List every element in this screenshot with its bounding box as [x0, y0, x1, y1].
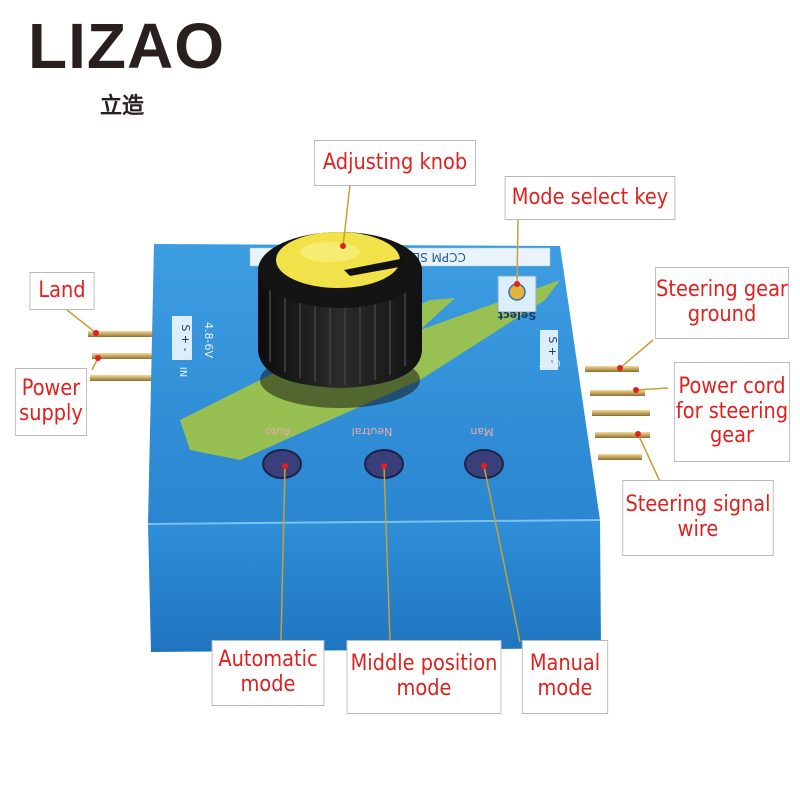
callout-power-supply: Power supply	[14, 368, 88, 436]
brand-subtitle: 立造	[100, 94, 145, 119]
led-auto	[262, 449, 302, 479]
output-label: OUT	[538, 357, 560, 368]
input-label: IN	[177, 367, 188, 377]
mode-label-man: Man	[470, 425, 493, 438]
select-button-label: Select	[498, 309, 536, 322]
callout-steering-signal-wire: Steering signal wire	[622, 480, 774, 556]
callout-power-cord: Power cord for steering gear	[673, 362, 791, 462]
device-front	[148, 520, 601, 652]
input-pins	[88, 331, 156, 381]
output-pins-label: S + -	[546, 336, 559, 363]
adjusting-knob	[258, 232, 422, 408]
leader-dots	[93, 243, 641, 469]
mode-label-neutral: Neutral	[352, 425, 393, 438]
input-pins-label: S + -	[179, 324, 192, 351]
callout-mode-select-key: Mode select key	[504, 176, 676, 220]
output-pins	[585, 366, 650, 460]
input-voltage-label: 4.8-6V	[202, 322, 215, 358]
callout-land: Land	[29, 272, 95, 310]
brand-logo: LIZAO	[28, 10, 225, 82]
callout-steering-gear-ground: Steering gear ground	[655, 267, 789, 339]
mode-label-auto: Auto	[265, 425, 291, 438]
callout-adjusting-knob: Adjusting knob	[314, 140, 476, 186]
leader-lines	[61, 184, 669, 643]
callout-manual-mode: Manual mode	[521, 640, 609, 714]
callout-automatic-mode: Automatic mode	[211, 640, 325, 706]
callout-middle-position-mode: Middle position mode	[346, 640, 502, 714]
